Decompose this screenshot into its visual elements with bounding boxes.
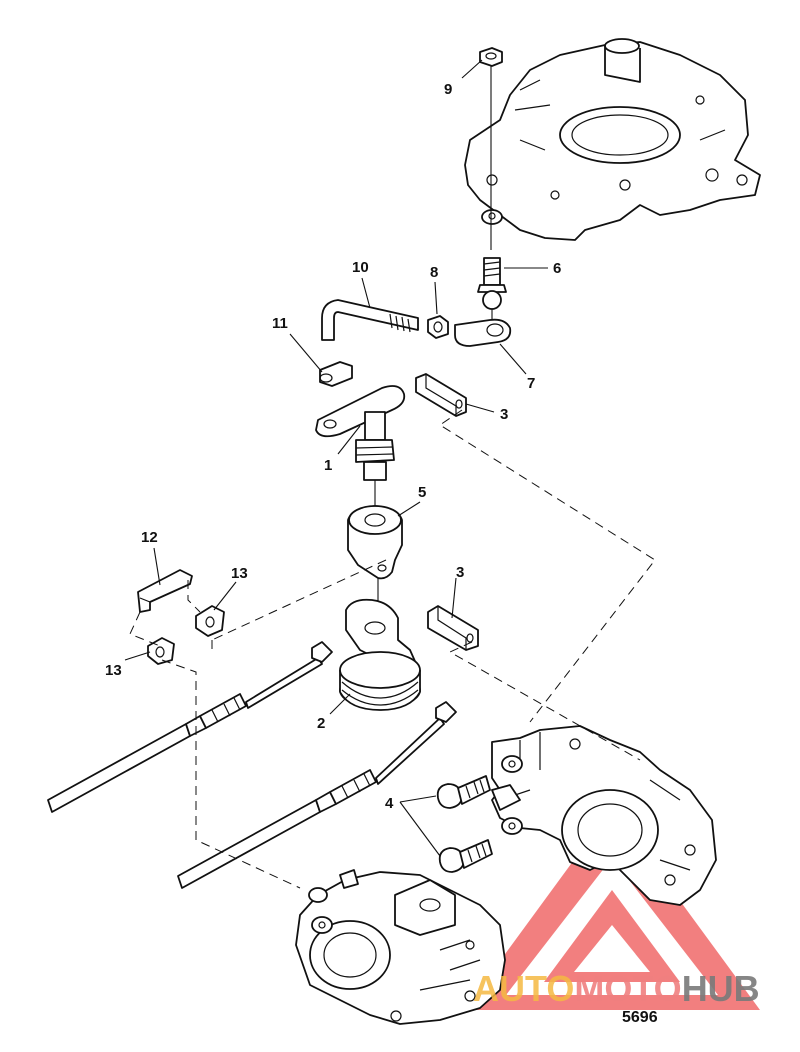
- watermark-auto: AUTO: [473, 968, 575, 1009]
- part-screw-4-upper: [436, 775, 491, 809]
- part-link-rod-10: [321, 299, 419, 341]
- part-clip-3-upper: [415, 373, 467, 417]
- part-ball-stud-6: [477, 257, 507, 310]
- callout-2: 2: [317, 715, 326, 732]
- callout-5: 5: [418, 484, 427, 501]
- part-bracket-12: [137, 569, 193, 613]
- part-nut-8: [427, 315, 449, 339]
- watermark-logo-text: AUTOMOTOHUB: [473, 968, 760, 1010]
- callout-13-lower: 13: [105, 662, 122, 679]
- callout-12: 12: [141, 529, 158, 546]
- part-throttle-lever-1: [315, 385, 406, 481]
- part-clamp-13-upper: [195, 605, 225, 637]
- watermark-triangle-logo: [464, 808, 760, 1010]
- part-screw-4-lower: [438, 839, 493, 873]
- leader-lines: [124, 59, 548, 857]
- callout-6: 6: [553, 260, 562, 277]
- callout-10: 10: [352, 259, 369, 276]
- part-screw-11: [319, 361, 353, 387]
- callout-3-lower: 3: [456, 564, 465, 581]
- callout-3-upper: 3: [500, 406, 509, 423]
- callout-11: 11: [272, 315, 288, 332]
- watermark-moto: MOTO: [574, 968, 682, 1009]
- callout-4: 4: [385, 795, 394, 812]
- timing-base-plate: [464, 38, 761, 241]
- callout-9: 9: [444, 81, 453, 98]
- callout-7: 7: [527, 375, 536, 392]
- callout-1: 1: [324, 457, 333, 474]
- part-throttle-cam-2: [339, 598, 421, 711]
- part-ball-socket-7: [454, 318, 512, 347]
- intake-manifold: [491, 725, 717, 906]
- carburetor: [295, 869, 506, 1025]
- part-clamp-13-lower: [147, 637, 175, 665]
- throttle-cable-upper: [47, 641, 333, 813]
- watermark-hub: HUB: [681, 968, 760, 1009]
- figure-number: 5696: [622, 1009, 658, 1026]
- part-nut-9: [479, 47, 503, 67]
- part-cam-follower-5: [347, 505, 403, 580]
- assembly-dash-lines: [129, 409, 656, 889]
- part-clip-3-lower: [427, 605, 479, 651]
- throttle-cable-lower: [177, 701, 457, 889]
- callout-13-upper: 13: [231, 565, 248, 582]
- callout-8: 8: [430, 264, 439, 281]
